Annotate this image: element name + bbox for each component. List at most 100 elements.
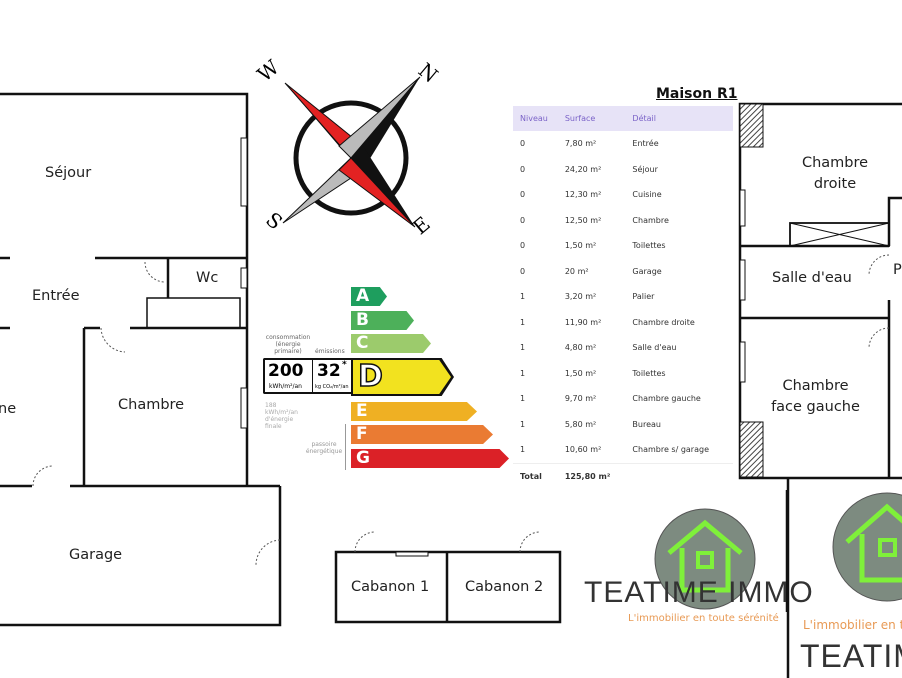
cell-niveau: 1 (520, 292, 526, 302)
emissions-value: 32 (317, 361, 341, 381)
table-row: 0 24,20 m² Séjour (513, 157, 733, 183)
brand-name-2: TEATIME IMMO (800, 638, 902, 674)
passoire-caption: passoire énergétique (305, 441, 343, 455)
cell-surface: 1,50 m² (564, 368, 597, 378)
cell-surface: 3,20 m² (564, 292, 597, 302)
table-row: 0 12,30 m² Cuisine (513, 182, 733, 208)
table-title: Maison R1 (656, 86, 738, 102)
emissions-unit: kg CO₂/m²/an (315, 384, 349, 390)
cell-niveau: 1 (520, 445, 526, 455)
table-row: 1 3,20 m² Palier (513, 284, 733, 310)
cell-detail: Chambre gauche (632, 394, 701, 404)
cell-detail: Palier (632, 292, 655, 302)
brand-name: TEATIME IMMO (584, 576, 814, 609)
total-label: Total (513, 462, 558, 489)
cell-detail: Chambre s/ garage (632, 445, 709, 455)
cell-surface: 7,80 m² (564, 139, 597, 149)
cell-detail: Toilettes (632, 368, 666, 378)
room-chambre-face-gauche: Chambre face gauche (771, 378, 860, 415)
room-cabanon-1: Cabanon 1 (351, 579, 430, 595)
brand-slogan-2: L'immobilier en t (803, 618, 902, 632)
emissions-mark: * (342, 360, 347, 370)
cell-surface: 12,30 m² (564, 190, 602, 200)
compass-n: N (414, 58, 443, 88)
room-chambre: Chambre (118, 397, 185, 413)
energy-class-b: B (351, 311, 414, 330)
cell-detail: Salle d'eau (632, 343, 677, 353)
chimney-hatch (739, 103, 764, 148)
house-logo-icon-2 (832, 492, 902, 602)
compass-e: E (408, 212, 435, 240)
emissions-caption: émissions (315, 348, 345, 355)
cell-niveau: 0 (520, 139, 526, 149)
cell-niveau: 1 (520, 394, 526, 404)
compass-w: W (255, 55, 284, 87)
header-detail: Détail (625, 106, 733, 131)
cell-niveau: 0 (520, 266, 526, 276)
table-row: 1 10,60 m² Chambre s/ garage (513, 437, 733, 463)
cell-surface: 20 m² (564, 266, 589, 276)
cell-detail: Garage (632, 266, 662, 276)
energy-class-e: E (351, 402, 477, 421)
table-row: 0 20 m² Garage (513, 259, 733, 285)
consumption-caption: consommation (énergie primaire) (265, 334, 311, 355)
cell-niveau: 0 (520, 190, 526, 200)
total-value: 125,80 m² (557, 462, 626, 489)
cell-detail: Séjour (632, 164, 658, 174)
final-energy-caption: 188 kWh/m²/an d'énergie finale (265, 402, 298, 430)
room-garage: Garage (69, 547, 123, 563)
room-salle-deau: Salle d'eau (772, 270, 852, 286)
table-row: 1 9,70 m² Chambre gauche (513, 386, 733, 412)
energy-class-g: G (351, 449, 509, 468)
cell-niveau: 0 (520, 164, 526, 174)
room-cabanon-2: Cabanon 2 (465, 579, 544, 595)
room-sejour: Séjour (45, 165, 92, 181)
cell-detail: Bureau (632, 419, 661, 429)
chimney-hatch (739, 421, 764, 478)
table-row: 0 1,50 m² Toilettes (513, 233, 733, 259)
room-chambre-droite: Chambre droite (801, 155, 869, 192)
room-wc: Wc (196, 270, 219, 286)
house-logo-icon (654, 508, 756, 610)
cell-surface: 10,60 m² (564, 445, 602, 455)
compass-s: S (261, 207, 287, 234)
header-surface: Surface (557, 106, 626, 131)
cell-niveau: 0 (520, 241, 526, 251)
energy-class-c: C (351, 334, 431, 353)
cell-surface: 12,50 m² (564, 215, 602, 225)
cell-detail: Chambre droite (632, 317, 695, 327)
cell-detail: Chambre (632, 215, 669, 225)
room-palier-partial: P (893, 262, 902, 278)
room-cuisine-partial: ne (0, 401, 17, 417)
cell-niveau: 1 (520, 419, 526, 429)
cell-niveau: 1 (520, 317, 526, 327)
compass-rose-icon: W N S E (255, 55, 443, 240)
table-row: 1 11,90 m² Chambre droite (513, 310, 733, 336)
cell-surface: 11,90 m² (564, 317, 602, 327)
cell-surface: 4,80 m² (564, 343, 597, 353)
table-row: 1 4,80 m² Salle d'eau (513, 335, 733, 361)
table-row: 0 7,80 m² Entrée (513, 131, 733, 157)
energy-values-box: 200 kWh/m²/an 32 * kg CO₂/m²/an (263, 358, 353, 394)
cell-detail: Entrée (632, 139, 659, 149)
cell-surface: 9,70 m² (564, 394, 597, 404)
consumption-unit: kWh/m²/an (269, 383, 302, 390)
cell-niveau: 1 (520, 343, 526, 353)
cell-surface: 1,50 m² (564, 241, 597, 251)
cell-detail: Cuisine (632, 190, 662, 200)
cell-surface: 24,20 m² (564, 164, 602, 174)
energy-class-d-active: D (353, 360, 451, 394)
energy-class-a: A (351, 287, 387, 306)
energy-class-f: F (351, 425, 493, 444)
room-entree: Entrée (32, 288, 80, 304)
brand-slogan: L'immobilier en toute sérénité (628, 613, 779, 624)
consumption-value: 200 (268, 361, 304, 381)
cell-detail: Toilettes (632, 241, 666, 251)
